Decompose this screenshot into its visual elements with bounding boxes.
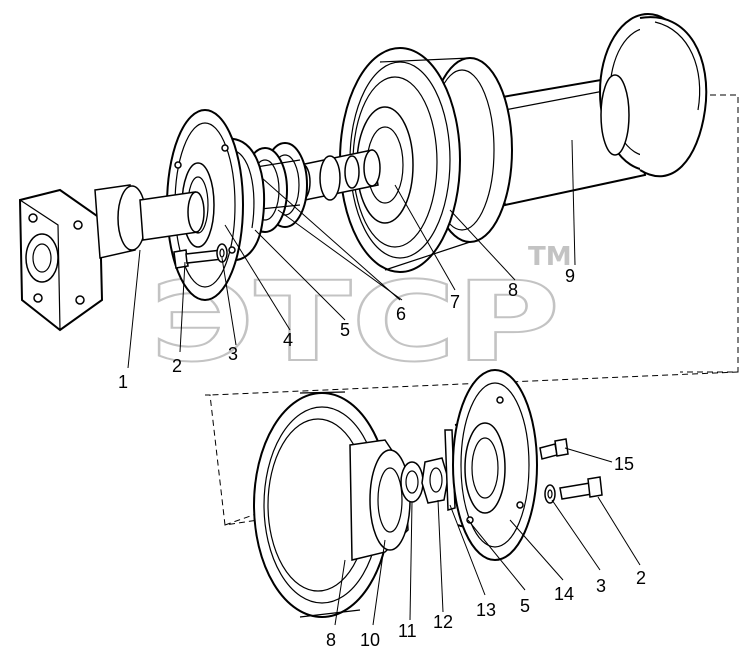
callout-bottom-3: 3 xyxy=(596,576,606,596)
callout-labels: 1 2 3 4 5 6 7 8 9 8 10 11 12 13 5 14 3 2… xyxy=(118,266,646,650)
washer-part-3-upper xyxy=(216,243,228,263)
callout-bottom-13: 13 xyxy=(476,600,496,620)
leader-lines xyxy=(127,139,641,626)
callout-top-9: 9 xyxy=(565,266,575,286)
callout-bottom-11: 11 xyxy=(398,621,417,641)
bolt-part-2-lower xyxy=(559,476,603,500)
callout-top-8: 8 xyxy=(508,280,518,300)
washer-part-3-lower xyxy=(544,484,556,504)
callout-bottom-14: 14 xyxy=(554,584,574,604)
callout-top-6: 6 xyxy=(396,304,406,324)
callout-top-3: 3 xyxy=(228,344,238,364)
bolt-part-2-upper xyxy=(173,249,224,269)
callout-bottom-12: 12 xyxy=(433,612,453,632)
callout-top-7: 7 xyxy=(450,292,460,312)
svg-text:TM: TM xyxy=(528,242,572,272)
washer-part-11 xyxy=(400,461,424,503)
castle-nut-part-12 xyxy=(421,457,449,504)
callout-bottom-10: 10 xyxy=(360,630,380,650)
callout-bottom-15: 15 xyxy=(614,454,634,474)
callout-top-2: 2 xyxy=(172,356,182,376)
callout-bottom-8: 8 xyxy=(326,630,336,650)
hub-part-10 xyxy=(349,439,411,561)
end-cover-part-14 xyxy=(452,369,538,561)
callout-top-5: 5 xyxy=(340,320,350,340)
axle-bracket-part-1 xyxy=(18,184,205,332)
callout-bottom-5: 5 xyxy=(520,596,530,616)
roller-shaft-part-9 xyxy=(483,13,708,207)
plug-part-15 xyxy=(539,438,569,460)
callout-bottom-2: 2 xyxy=(636,568,646,588)
callout-top-4: 4 xyxy=(283,330,293,350)
callout-top-1: 1 xyxy=(118,372,128,392)
